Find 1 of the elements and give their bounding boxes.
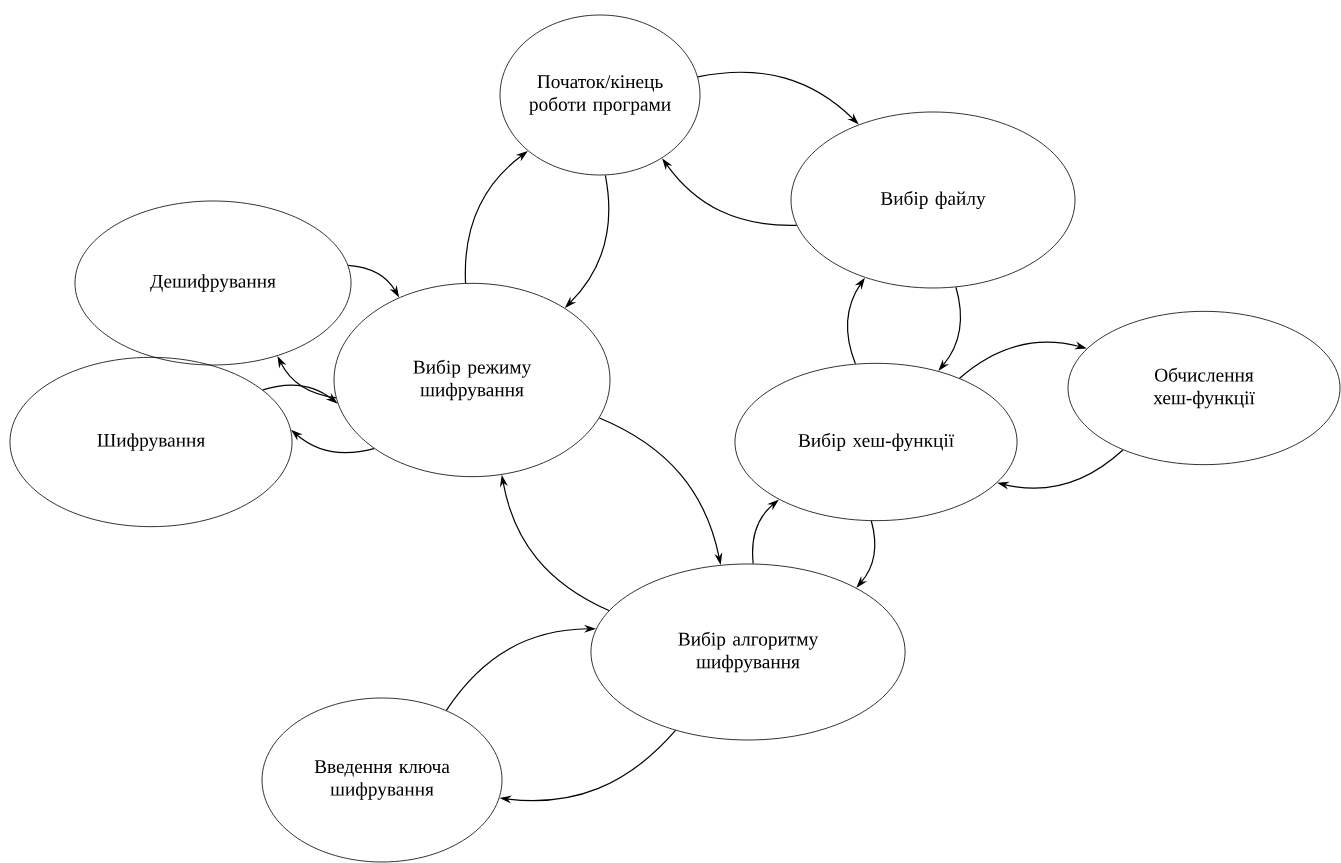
arrow — [938, 286, 962, 371]
